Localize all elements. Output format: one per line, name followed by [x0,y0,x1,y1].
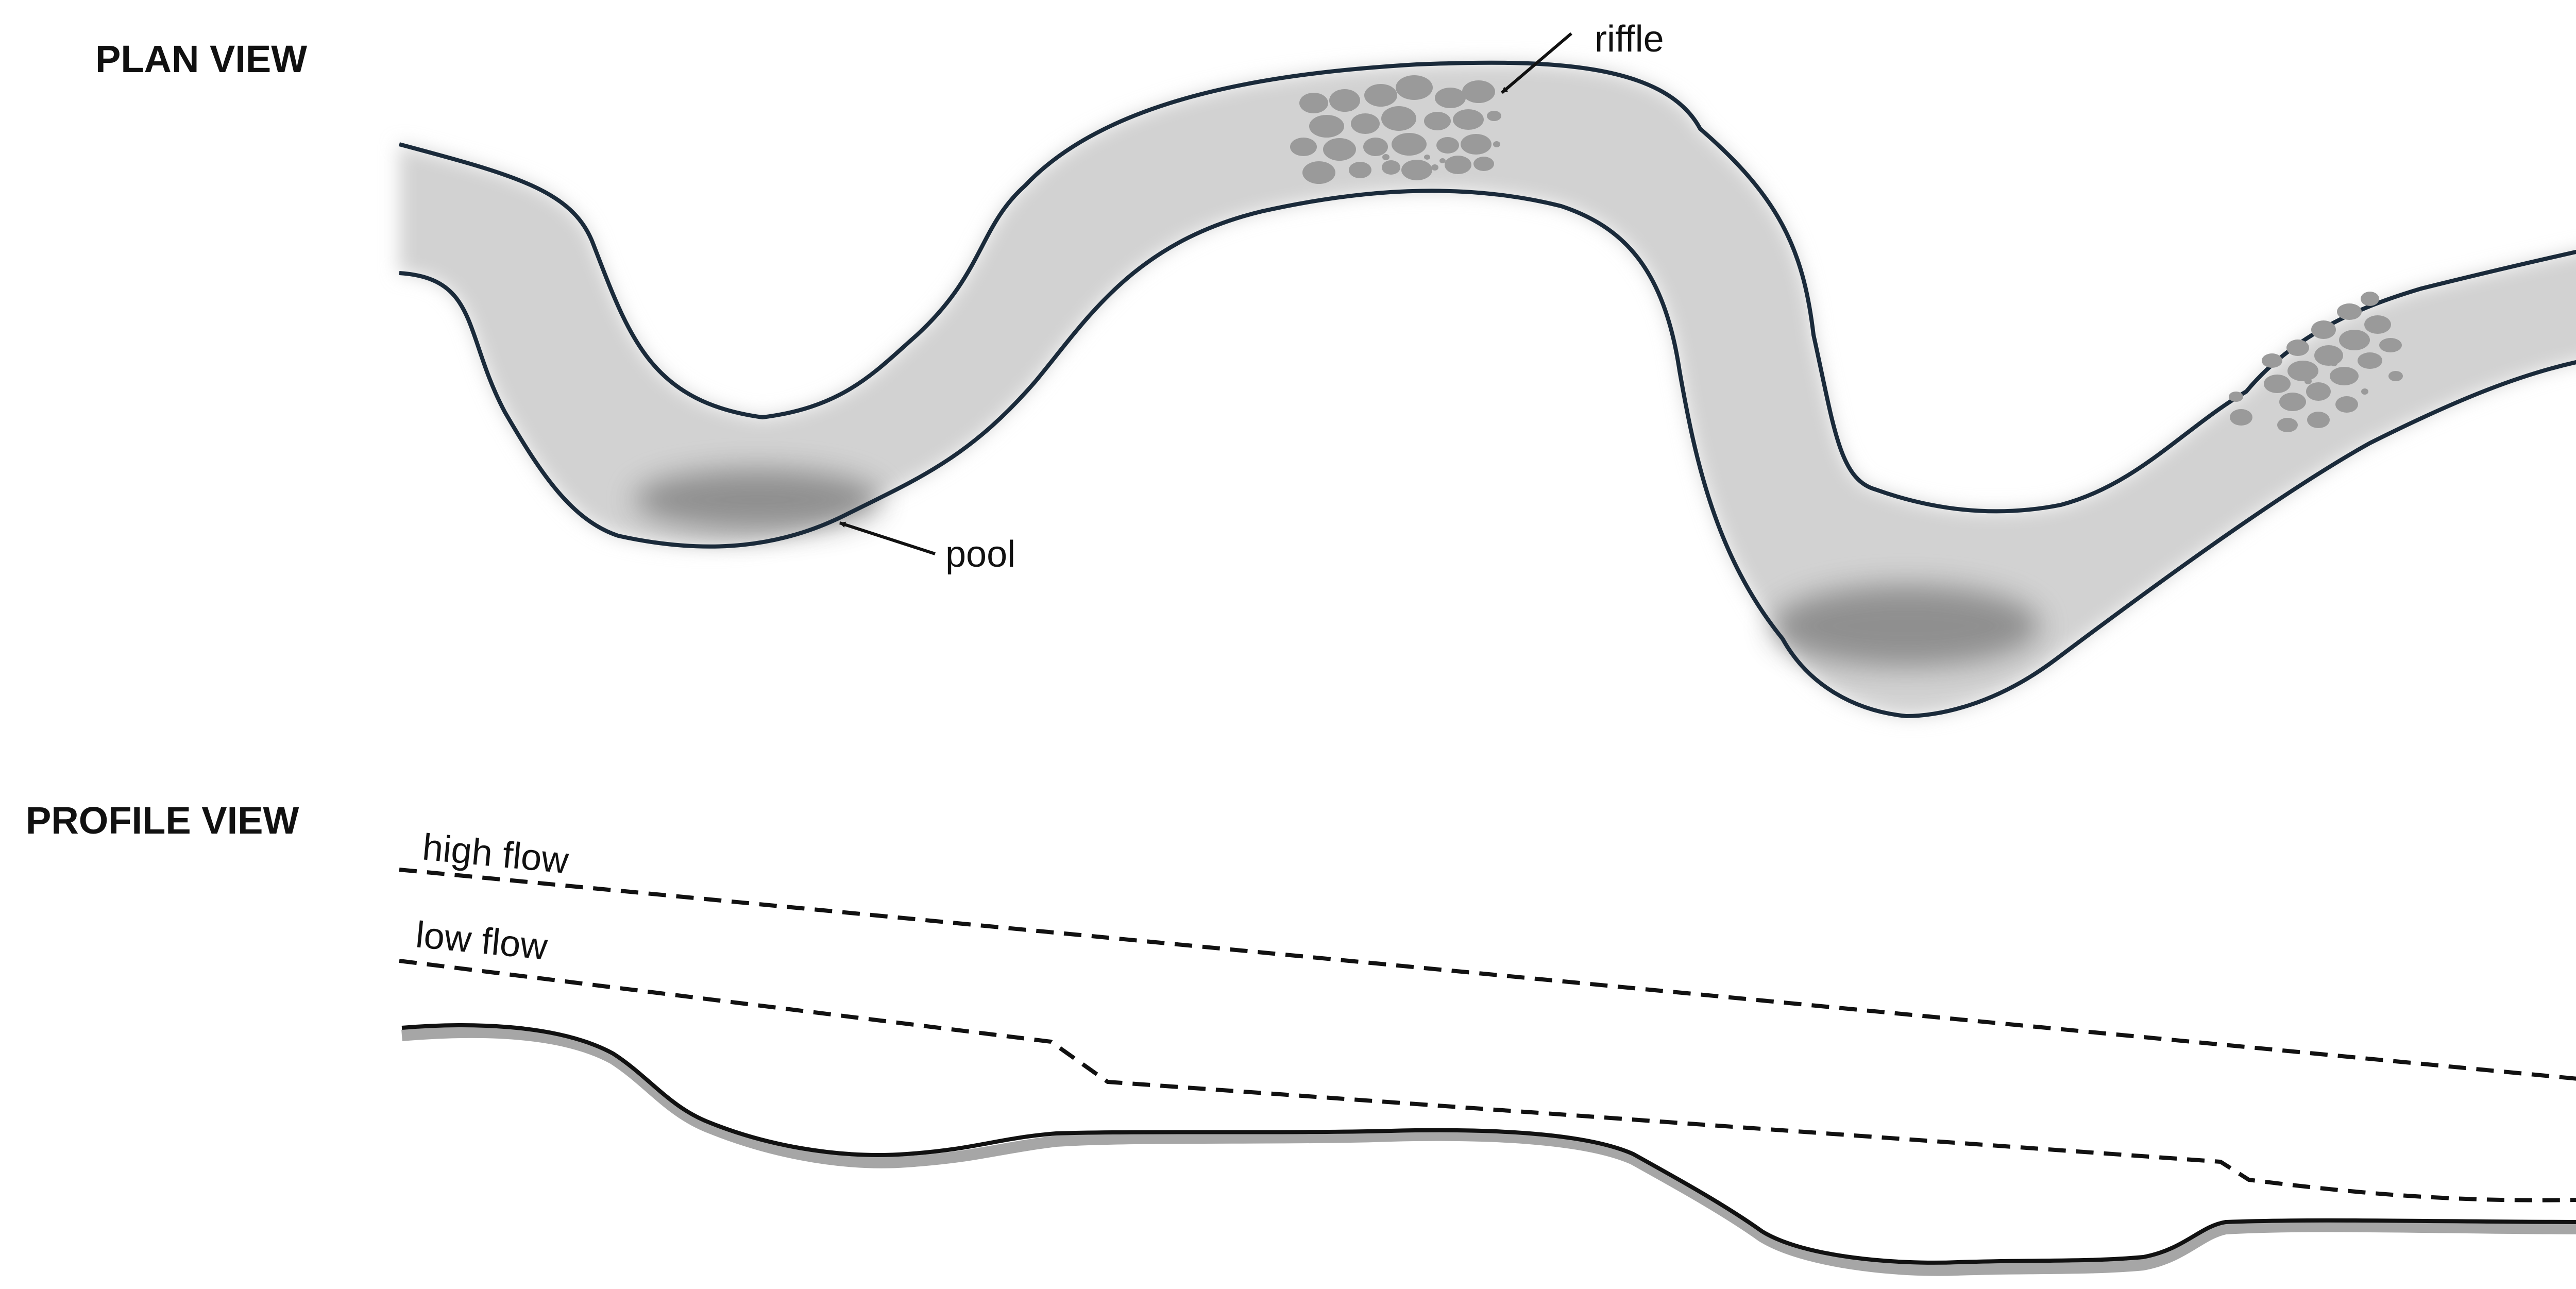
riffle-label: riffle [1595,19,1664,60]
profile-view: PROFILE VIEW high flow low flow [26,799,2576,1276]
pool-label: pool [945,534,1015,575]
channel-water [399,62,2576,716]
pool-shading-2 [1772,585,2040,667]
low-flow-label: low flow [414,914,550,968]
profile-view-heading: PROFILE VIEW [26,799,299,842]
pool-arrow [839,521,936,555]
channel-lower-bank [399,189,2576,719]
riffle-arrow [1501,32,1572,94]
channel-upper-bank [398,60,2576,514]
channel-bed-shadow [401,1026,2576,1276]
plan-view: PLAN VIEW [95,19,2576,719]
low-flow-line [399,959,2576,1202]
high-flow-line [399,868,2576,1081]
pool-shading-1 [634,469,881,531]
riffle-stones-2 [2229,292,2403,432]
plan-view-heading: PLAN VIEW [95,38,307,80]
riffle-stones-1 [1290,75,1501,184]
channel-bed-line [401,1023,2576,1265]
